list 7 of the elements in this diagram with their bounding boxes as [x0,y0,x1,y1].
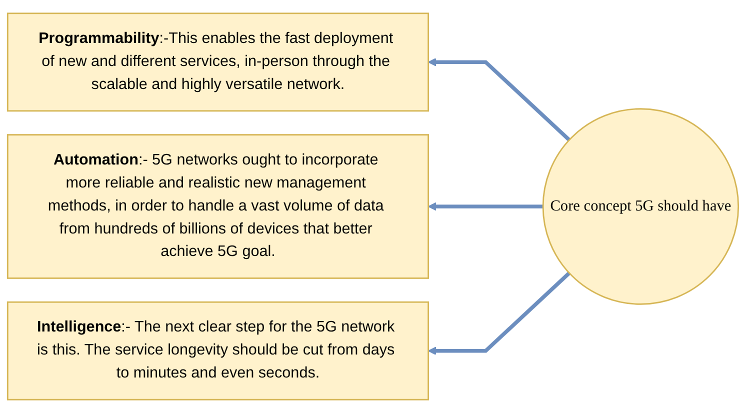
arrow [428,58,571,142]
node-circle: Core concept 5G should have [542,108,740,305]
node-box: Intelligence:- The next clear step for the 5G network is this. The service longevity should be cut from days to minutes and even seconds. [6,301,430,400]
arrow [428,202,544,211]
arrow [428,272,571,356]
node-box: Automation:- 5G networks ought to incorporate more reliable and realistic new management methods, in order to handle a vast volume of data from hundreds of billions of devices that better achieve 5G goal. [6,134,430,279]
node-box: Programmability:-This enables the fast deployment of new and different services, in-person through the scalable and highly versatile network. [6,12,430,112]
